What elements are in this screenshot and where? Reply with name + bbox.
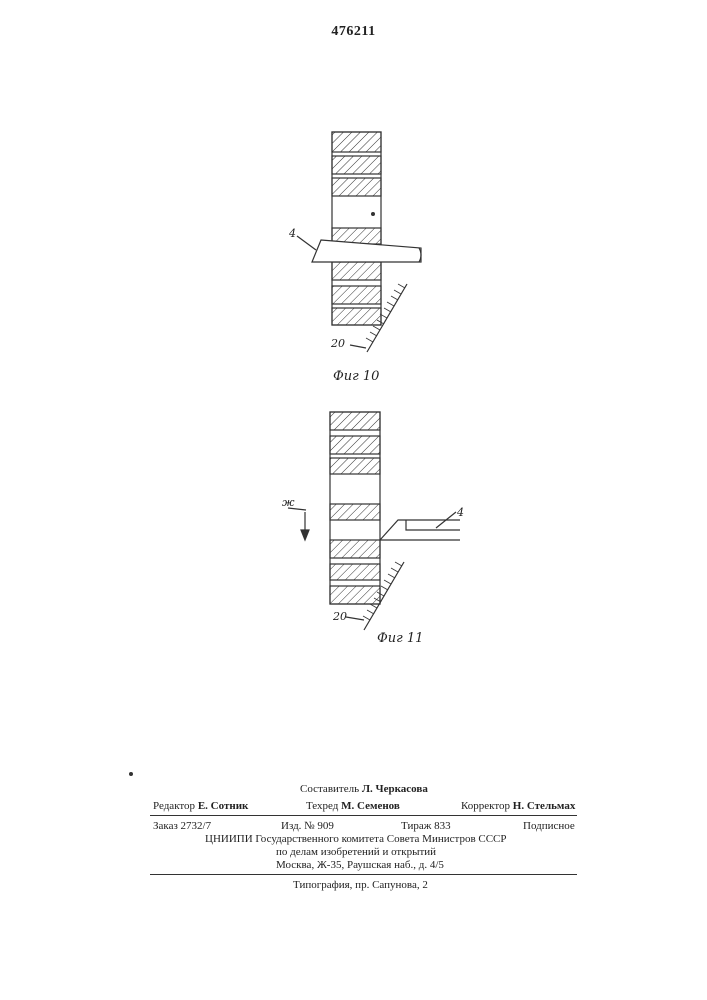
- org-line-1: ЦНИИПИ Государственного комитета Совета …: [205, 833, 507, 846]
- printer: Типография, пр. Сапунова, 2: [293, 879, 428, 892]
- order-number: Заказ 2732/7: [153, 820, 211, 833]
- fig11-block: [330, 564, 380, 580]
- techred-name: М. Семенов: [341, 800, 400, 812]
- imprint-rule: [150, 815, 577, 816]
- circulation: Тираж 833: [401, 820, 451, 833]
- margin-dot: [129, 772, 133, 776]
- fig11-part-4: [380, 520, 460, 540]
- imprint-techred: Техред М. Семенов: [306, 800, 400, 813]
- editor-name: Е. Сотник: [198, 800, 249, 812]
- fig11-block: [330, 412, 380, 430]
- org-address: Москва, Ж-35, Раушская наб., д. 4/5: [276, 859, 444, 872]
- fig11-block: [330, 436, 380, 454]
- fig11-label-20: 20: [333, 610, 347, 623]
- fig11-label-4: 4: [457, 506, 464, 519]
- corrector-role: Корректор: [461, 800, 510, 812]
- org-line-2: по делам изобретений и открытий: [276, 846, 436, 859]
- corrector-name: Н. Стельмах: [513, 800, 576, 812]
- imprint-rule: [150, 874, 577, 875]
- fig11-label-direction: ж: [282, 496, 295, 509]
- editor-role: Редактор: [153, 800, 195, 812]
- edition-number: Изд. № 909: [281, 820, 334, 833]
- compiler-name: Л. Черкасова: [362, 783, 428, 795]
- imprint-editor: Редактор Е. Сотник: [153, 800, 248, 813]
- fig11-caption: Фиг 11: [377, 631, 423, 646]
- imprint-compiler: Составитель Л. Черкасова: [300, 783, 428, 796]
- imprint-corrector: Корректор Н. Стельмах: [461, 800, 575, 813]
- compiler-role: Составитель: [300, 783, 359, 795]
- subscription: Подписное: [523, 820, 575, 833]
- fig11-block: [330, 458, 380, 474]
- fig11-block: [330, 540, 380, 558]
- fig11-block: [330, 504, 380, 520]
- techred-role: Техред: [306, 800, 338, 812]
- fig11-block: [330, 586, 380, 604]
